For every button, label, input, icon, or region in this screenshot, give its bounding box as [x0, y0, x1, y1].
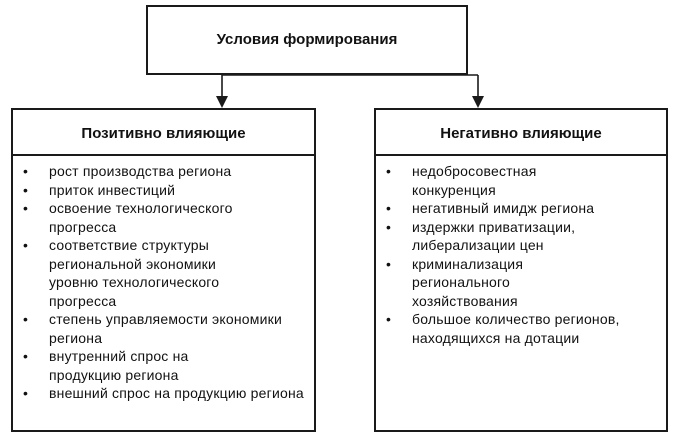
diagram-title: Условия формирования — [216, 31, 398, 48]
list-item-text: большое количество регионов, находящихся… — [412, 311, 620, 346]
negative-list: • недобросовестная конкуренция • негативны… — [376, 156, 666, 347]
arrow-right-icon — [472, 96, 484, 108]
list-item: • степень управляемости экономики региона — [13, 310, 293, 347]
list-item: • негативный имидж региона — [376, 199, 666, 218]
list-item: • освоение технологического прогресса — [13, 199, 243, 236]
positive-header: Позитивно влияющие — [81, 125, 246, 142]
bullet-icon: • — [23, 181, 29, 198]
list-item-text: издержки приватизации, либерализации цен — [412, 218, 576, 254]
bullet-icon: • — [386, 218, 392, 235]
list-item: • издержки приватизации, либерализации це… — [376, 218, 631, 255]
list-item: • внутренний спрос на продукцию региона — [13, 347, 253, 384]
list-item: • внешний спрос на продукцию региона — [13, 384, 323, 403]
list-item-text: недобросовестная конкуренция — [412, 163, 537, 198]
list-item-text: освоение технологического прогресса — [49, 200, 233, 235]
bullet-icon: • — [23, 385, 29, 401]
negative-list-box: • недобросовестная конкуренция • негативны… — [374, 154, 668, 432]
bullet-icon: • — [386, 200, 392, 216]
list-item: • рост производства региона — [13, 162, 314, 181]
bullet-icon: • — [23, 311, 29, 327]
list-item-text: соответствие структуры региональной экон… — [49, 237, 220, 309]
list-item-text: приток инвестиций — [49, 181, 176, 198]
positive-list: • рост производства региона • приток инвес… — [13, 156, 314, 403]
list-item-text: негативный имидж региона — [412, 200, 595, 216]
list-item-text: степень управляемости экономики региона — [49, 311, 282, 346]
list-item: • недобросовестная конкуренция — [376, 162, 591, 199]
negative-header-box: Негативно влияющие — [374, 108, 668, 156]
negative-header: Негативно влияющие — [440, 125, 602, 142]
bullet-icon: • — [23, 163, 29, 179]
bullet-icon: • — [386, 255, 392, 272]
positive-list-box: • рост производства региона • приток инвес… — [11, 154, 316, 432]
positive-header-box: Позитивно влияющие — [11, 108, 316, 156]
list-item-text: внутренний спрос на продукцию региона — [49, 348, 189, 383]
bullet-icon: • — [23, 348, 29, 364]
list-item: • большое количество регионов, находящихс… — [376, 310, 656, 347]
list-item-text: криминализация регионального хозяйствова… — [412, 255, 524, 309]
bullet-icon: • — [23, 200, 29, 216]
title-box: Условия формирования — [146, 5, 468, 75]
arrow-left-icon — [216, 96, 228, 108]
bullet-icon: • — [23, 237, 29, 253]
bullet-icon: • — [386, 311, 392, 327]
bullet-icon: • — [386, 163, 392, 179]
list-item: • соответствие структуры региональной эко… — [13, 236, 273, 310]
list-item: • криминализация регионального хозяйствов… — [376, 255, 581, 311]
list-item-text: рост производства региона — [49, 163, 232, 179]
list-item: • приток инвестиций — [13, 181, 314, 200]
list-item-text: внешний спрос на продукцию региона — [49, 385, 304, 401]
